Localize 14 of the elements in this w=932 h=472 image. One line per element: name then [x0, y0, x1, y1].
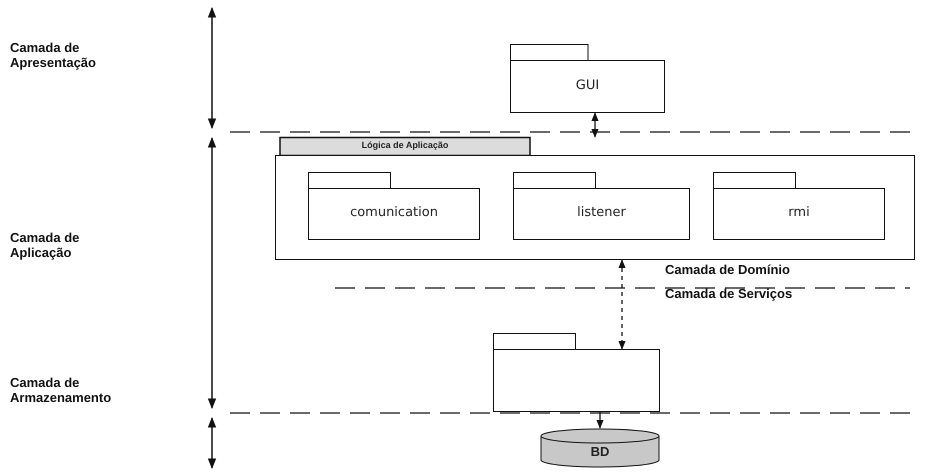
package-name: comunication: [349, 205, 439, 220]
package-name: GUI: [574, 78, 600, 92]
arrow: [591, 112, 599, 138]
package-name: rmi: [787, 205, 811, 220]
arrow: [596, 412, 604, 429]
package-title: Lógica de Aplicação: [360, 140, 450, 150]
layer-label: Camada de Serviços: [665, 286, 794, 301]
database-label: BD: [590, 444, 610, 459]
layer-label: Camada de Apresentação: [10, 40, 97, 70]
layer-label: Camada de Armazenamento: [10, 375, 112, 405]
package-name: listener: [576, 205, 627, 220]
layer-label: Camada de Domínio: [665, 262, 791, 277]
layer-label: Camada de Aplicação: [10, 230, 80, 260]
arrow: [618, 259, 626, 350]
